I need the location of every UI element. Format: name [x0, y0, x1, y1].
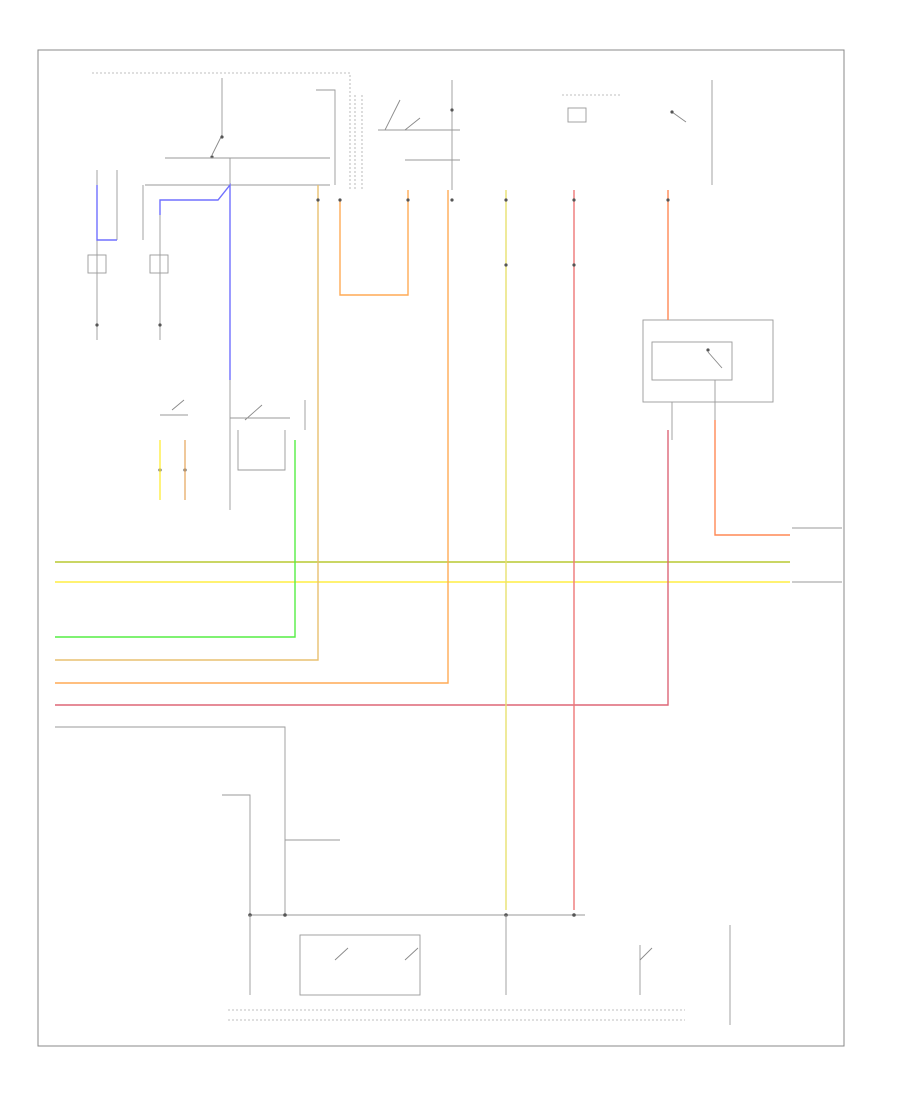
vertical-wires: [505, 190, 790, 910]
top-switch-cluster: [145, 78, 687, 200]
diagram-frame: [37, 49, 845, 1047]
connector-dots: [316, 198, 670, 267]
horizontal-wires: [55, 185, 790, 915]
left-components: [87, 170, 169, 340]
orange-top-loop-wire: [339, 190, 409, 296]
middle-switch-cluster: [158, 380, 306, 510]
relay-block: [642, 319, 774, 440]
blue-wires: [96, 183, 231, 380]
right-connector: [792, 527, 842, 583]
top-reference-lines: [92, 72, 713, 190]
lower-ground-area: [222, 794, 731, 1025]
